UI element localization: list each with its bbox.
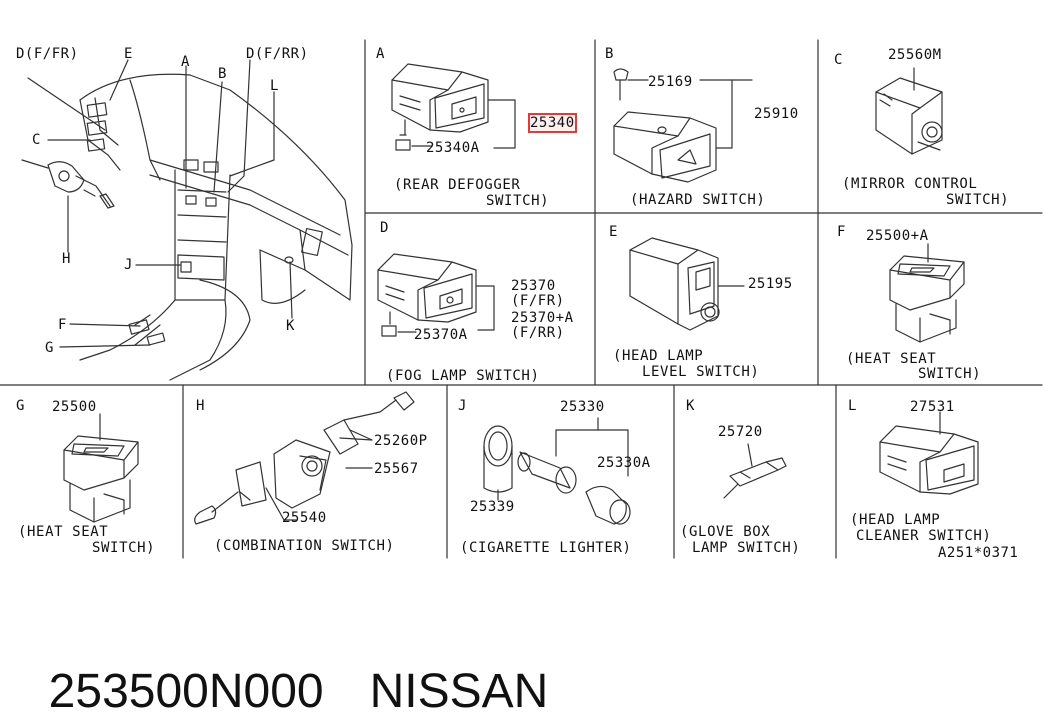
- part-number-25567[interactable]: 25567: [374, 461, 419, 477]
- mirror-control-switch-drawing: [875, 67, 943, 155]
- panel-l-caption-line1: (HEAD LAMP: [850, 512, 941, 528]
- overview-label-a: A: [181, 54, 190, 70]
- heat-seat-switch-drawing: [63, 413, 139, 523]
- panel-a-caption-line2: SWITCH): [486, 193, 550, 209]
- panel-c-caption-line2: SWITCH): [946, 192, 1010, 208]
- panel-c-letter: C: [834, 52, 843, 68]
- part-number-title: 253500N000: [48, 665, 324, 718]
- heat-seat-switch-a-drawing: [889, 243, 965, 343]
- panel-e-caption-line2: LEVEL SWITCH): [642, 364, 760, 380]
- part-number-25540[interactable]: 25540: [282, 510, 327, 526]
- cigarette-lighter-drawing: [483, 417, 631, 525]
- diagram-labels: D(F/FR) E A B D(F/RR) L C H J F G K A 25…: [16, 46, 1019, 561]
- overview-label-j: J: [124, 257, 133, 273]
- combination-switch-drawing: [194, 391, 415, 525]
- overview-label-h: H: [62, 251, 71, 267]
- part-number-25340a[interactable]: 25340A: [426, 140, 480, 156]
- part-footer: 253500N000 NISSAN: [22, 596, 549, 724]
- glove-box-lamp-switch-drawing: [723, 443, 787, 499]
- overview-label-k: K: [286, 318, 295, 334]
- part-number-25720[interactable]: 25720: [718, 424, 763, 440]
- rear-defogger-switch-drawing: [391, 63, 516, 151]
- panel-h-letter: H: [196, 398, 205, 414]
- overview-label-g: G: [45, 340, 54, 356]
- panel-b-caption: (HAZARD SWITCH): [630, 192, 766, 208]
- part-number-25370a[interactable]: 25370A: [414, 327, 468, 343]
- part-number-25370-a-note-rr: (F/RR): [511, 325, 565, 341]
- panel-g-caption-line2: SWITCH): [92, 540, 156, 556]
- part-number-25370-note-fr: (F/FR): [511, 293, 565, 309]
- part-number-25500-a[interactable]: 25500+A: [866, 228, 929, 244]
- part-number-25330[interactable]: 25330: [560, 399, 605, 415]
- panel-j-letter: J: [458, 398, 467, 414]
- panel-j-caption: (CIGARETTE LIGHTER): [460, 540, 632, 556]
- diagram-code: A251*0371: [938, 545, 1019, 561]
- panel-c-caption-line1: (MIRROR CONTROL: [842, 176, 978, 192]
- panel-e-letter: E: [609, 224, 618, 240]
- panel-g-caption-line1: (HEAT SEAT: [18, 524, 109, 540]
- part-number-25370[interactable]: 25370: [511, 278, 556, 294]
- part-number-27531[interactable]: 27531: [910, 399, 955, 415]
- part-number-25910[interactable]: 25910: [754, 106, 799, 122]
- part-number-25260p[interactable]: 25260P: [374, 433, 428, 449]
- parts-diagram: [0, 39, 1043, 559]
- panel-d-caption: (FOG LAMP SWITCH): [386, 368, 540, 384]
- part-number-25370-a[interactable]: 25370+A: [511, 310, 574, 326]
- overview-label-f: F: [58, 317, 67, 333]
- overview-label-d-rr: D(F/RR): [246, 46, 309, 62]
- panel-k-caption-line2: LAMP SWITCH): [692, 540, 801, 556]
- overview-label-d-fr: D(F/FR): [16, 46, 79, 62]
- panel-grid: [0, 39, 1043, 559]
- part-number-25339[interactable]: 25339: [470, 499, 515, 515]
- panel-k-letter: K: [686, 398, 695, 414]
- overview-label-c: C: [32, 132, 41, 148]
- panel-a-letter: A: [376, 46, 385, 62]
- panel-d-letter: D: [380, 220, 389, 236]
- hazard-switch-drawing: [613, 68, 753, 183]
- panel-f-caption-line1: (HEAT SEAT: [846, 351, 937, 367]
- head-lamp-cleaner-switch-drawing: [879, 411, 979, 495]
- brand-name: NISSAN: [369, 665, 549, 718]
- panel-l-letter: L: [848, 398, 857, 414]
- overview-label-e: E: [124, 46, 133, 62]
- overview-label-l: L: [270, 78, 279, 94]
- panel-g-letter: G: [16, 398, 25, 414]
- panel-b-letter: B: [605, 46, 614, 62]
- fog-lamp-switch-drawing: [377, 253, 495, 337]
- part-number-25340[interactable]: 25340: [528, 113, 577, 133]
- panel-a-caption-line1: (REAR DEFOGGER: [394, 177, 521, 193]
- panel-f-letter: F: [837, 224, 846, 240]
- dashboard-overview-drawing: [21, 59, 353, 381]
- part-number-25560m[interactable]: 25560M: [888, 47, 942, 63]
- panel-l-caption-line2: CLEANER SWITCH): [856, 528, 992, 544]
- panel-h-caption: (COMBINATION SWITCH): [214, 538, 395, 554]
- panel-k-caption-line1: (GLOVE BOX: [680, 524, 771, 540]
- part-number-25195[interactable]: 25195: [748, 276, 793, 292]
- part-number-25330a[interactable]: 25330A: [597, 455, 651, 471]
- part-number-25500[interactable]: 25500: [52, 399, 97, 415]
- head-lamp-level-switch-drawing: [629, 237, 745, 331]
- panel-f-caption-line2: SWITCH): [918, 366, 982, 382]
- part-number-25169[interactable]: 25169: [648, 74, 693, 90]
- overview-label-b: B: [218, 66, 227, 82]
- panel-e-caption-line1: (HEAD LAMP: [613, 348, 704, 364]
